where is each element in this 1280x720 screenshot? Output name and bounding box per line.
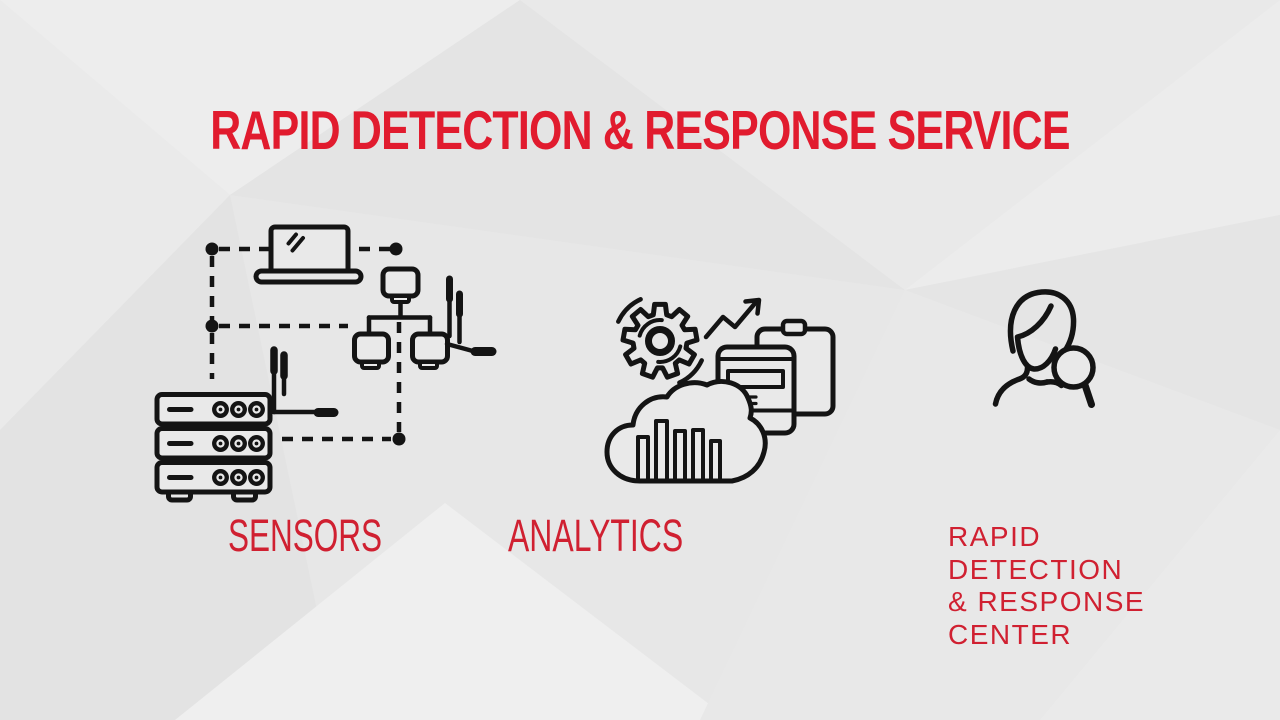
magnifier-icon — [1051, 345, 1096, 408]
server-rack-icon — [154, 346, 339, 503]
cloud-chart-icon — [604, 379, 768, 484]
label-line: RAPID — [948, 521, 1042, 552]
analytics-icon — [604, 297, 836, 484]
analytics-label: ANALYTICS — [508, 510, 684, 561]
person-icon — [992, 289, 1077, 407]
gear-icon — [616, 297, 704, 385]
network-nodes-icon — [352, 266, 497, 370]
laptop-icon — [253, 224, 364, 285]
analyst-magnifier-icon — [992, 289, 1096, 408]
trend-arrow-icon — [703, 297, 762, 340]
label-line: DETECTION — [948, 553, 1124, 585]
page-title: RAPID DETECTION & RESPONSE SERVICE — [210, 99, 1070, 161]
junction-dots — [205, 242, 406, 446]
label-line: CENTER — [948, 618, 1073, 650]
sensors-icon — [154, 224, 497, 503]
sensors-label: SENSORS — [228, 510, 383, 561]
label-line: & RESPONSE — [948, 586, 1146, 617]
rdr-center-label: RAPID DETECTION & RESPONSE CENTER — [948, 521, 1145, 651]
